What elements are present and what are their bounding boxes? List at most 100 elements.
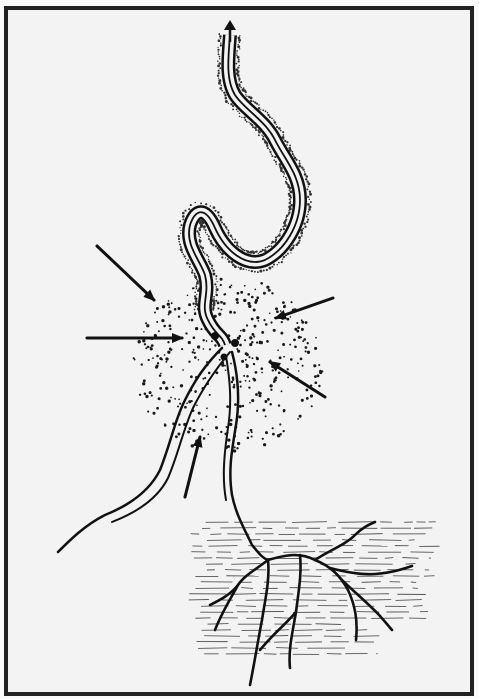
bank-speck bbox=[228, 234, 229, 235]
bank-speck bbox=[298, 165, 301, 168]
bank-speck bbox=[239, 35, 240, 36]
stipple-dot bbox=[259, 341, 261, 343]
stipple-dot bbox=[168, 400, 171, 403]
stipple-dot bbox=[272, 369, 274, 371]
stipple-dot bbox=[265, 323, 268, 326]
bank-speck bbox=[289, 145, 291, 147]
stipple-dot bbox=[232, 379, 234, 381]
stipple-dot bbox=[258, 320, 260, 322]
stipple-dot bbox=[318, 385, 320, 387]
bank-speck bbox=[232, 108, 234, 110]
stipple-dot bbox=[154, 334, 157, 337]
bank-speck bbox=[189, 263, 191, 265]
stipple-dot bbox=[298, 370, 300, 372]
bank-speck bbox=[279, 163, 282, 166]
bank-speck bbox=[291, 151, 293, 153]
bank-speck bbox=[227, 232, 229, 234]
bank-speck bbox=[275, 236, 277, 238]
stipple-dot bbox=[206, 407, 208, 409]
bank-speck bbox=[179, 227, 180, 228]
stipple-dot bbox=[159, 374, 162, 377]
bank-speck bbox=[184, 210, 186, 212]
stipple-dot bbox=[254, 325, 257, 328]
stipple-dot bbox=[203, 348, 205, 350]
stipple-dot bbox=[248, 386, 250, 388]
bank-speck bbox=[309, 191, 311, 193]
bank-speck bbox=[181, 251, 183, 253]
hatch-line bbox=[207, 540, 242, 541]
stipple-dot bbox=[198, 359, 200, 361]
bank-speck bbox=[285, 254, 287, 256]
stipple-dot bbox=[258, 394, 261, 397]
bank-speck bbox=[239, 267, 242, 270]
bank-speck bbox=[208, 259, 209, 260]
bank-speck bbox=[299, 162, 301, 164]
bank-speck bbox=[261, 134, 263, 136]
stipple-dot bbox=[249, 380, 251, 382]
bank-speck bbox=[246, 250, 247, 251]
stipple-dot bbox=[143, 379, 146, 382]
bank-speck bbox=[206, 234, 208, 236]
bank-speck bbox=[281, 261, 283, 263]
bank-speck bbox=[274, 156, 276, 158]
bank-speck bbox=[302, 228, 304, 230]
stipple-dot bbox=[188, 341, 191, 344]
bank-speck bbox=[178, 235, 180, 237]
stipple-dot bbox=[299, 415, 302, 418]
stipple-dot bbox=[207, 433, 209, 435]
stipple-dot bbox=[289, 344, 291, 346]
stipple-dot bbox=[275, 307, 278, 310]
stipple-dot bbox=[254, 289, 256, 291]
stipple-dot bbox=[303, 338, 306, 341]
stipple-dot bbox=[265, 431, 268, 434]
stipple-dot bbox=[187, 295, 189, 297]
stipple-dot bbox=[206, 415, 208, 417]
stipple-dot bbox=[155, 366, 158, 369]
bank-speck bbox=[208, 238, 210, 240]
hatch-line bbox=[240, 552, 250, 553]
bank-speck bbox=[183, 254, 185, 256]
bank-speck bbox=[303, 222, 305, 224]
bank-speck bbox=[240, 81, 242, 83]
stipple-dot bbox=[144, 392, 147, 395]
stipple-dot bbox=[192, 351, 194, 353]
stipple-dot bbox=[252, 378, 254, 380]
bank-speck bbox=[298, 236, 301, 239]
stipple-dot bbox=[145, 322, 147, 324]
stipple-dot bbox=[190, 375, 193, 378]
bank-speck bbox=[245, 91, 247, 93]
bank-speck bbox=[214, 210, 216, 212]
bank-speck bbox=[234, 265, 237, 268]
junction-dot bbox=[211, 332, 219, 340]
bank-speck bbox=[262, 136, 264, 138]
stipple-dot bbox=[280, 310, 282, 312]
stipple-dot bbox=[244, 339, 246, 341]
bank-speck bbox=[238, 80, 239, 81]
bank-speck bbox=[295, 159, 297, 161]
bank-speck bbox=[282, 171, 284, 173]
bank-speck bbox=[283, 173, 285, 175]
stipple-dot bbox=[272, 433, 275, 436]
stipple-dot bbox=[229, 311, 232, 314]
bank-speck bbox=[215, 275, 217, 277]
stipple-dot bbox=[251, 431, 253, 433]
bank-speck bbox=[282, 258, 283, 259]
bank-speck bbox=[258, 131, 261, 134]
stipple-dot bbox=[283, 430, 285, 432]
stipple-dot bbox=[278, 404, 280, 406]
bank-speck bbox=[304, 226, 306, 228]
stipple-dot bbox=[260, 392, 262, 394]
stipple-dot bbox=[230, 363, 232, 365]
bank-speck bbox=[209, 262, 211, 264]
stipple-dot bbox=[202, 339, 204, 341]
hatch-line bbox=[406, 564, 416, 565]
bank-speck bbox=[220, 251, 222, 253]
hatch-line bbox=[248, 546, 262, 547]
bank-speck bbox=[269, 149, 271, 151]
stipple-dot bbox=[177, 307, 180, 310]
bank-speck bbox=[201, 247, 204, 250]
stipple-dot bbox=[256, 341, 258, 343]
bank-speck bbox=[194, 298, 195, 299]
bank-speck bbox=[296, 243, 299, 246]
bank-speck bbox=[189, 266, 191, 268]
